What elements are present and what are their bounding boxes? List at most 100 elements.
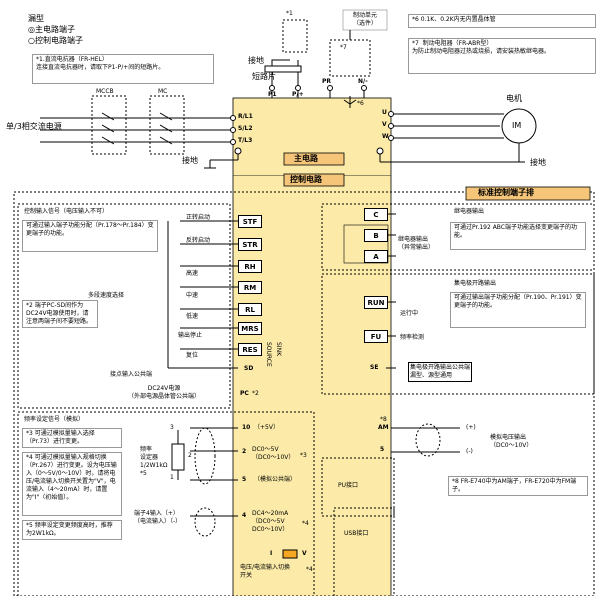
- label-reset: 复位: [186, 352, 199, 359]
- main-circuit-label: 主电路: [294, 154, 318, 163]
- pc-note: *2: [252, 390, 259, 397]
- oc-label-run: 运行中: [400, 310, 419, 317]
- pot-label: 频率 设定器 1/2W1kΩ *5: [140, 446, 168, 477]
- output-u: U: [382, 109, 387, 116]
- short-bar-label: 短路片: [252, 72, 276, 81]
- std-terminal-title: 标准控制端子排: [478, 188, 534, 197]
- oc-label-fu: 频率检测: [400, 334, 425, 341]
- label-high: 高速: [186, 270, 199, 277]
- pot-pin-1: 1: [170, 474, 174, 481]
- analog-terminal-2-text: DC0～5V （DC0～10V）: [252, 446, 295, 461]
- current-input-label: 端子4输入（+） （电流输入）（-）: [134, 510, 182, 525]
- motor-symbol: IM: [512, 121, 522, 130]
- relay-terminal-b: B: [364, 229, 388, 242]
- terminal-sd: SD: [244, 365, 254, 372]
- switch-i: I: [270, 550, 273, 557]
- relay-desc: 可通过Pr.192 ABC端子功能选择变更端子的功能。: [450, 222, 586, 250]
- input-t: T/L3: [238, 137, 253, 144]
- terminal-run: RUN: [364, 296, 388, 309]
- terminal-p-plus: P/+: [292, 91, 304, 98]
- am-plus: (+): [466, 424, 476, 431]
- terminal-se: SE: [370, 364, 379, 371]
- note-7: *7 制动电阻器（FR-ABR型） 为防止制动电阻器过热或烧损，请安装热敏继电器…: [408, 38, 596, 74]
- terminal-pc: PC: [240, 390, 249, 397]
- analog-terminal-2: 2: [242, 448, 247, 455]
- note-6: *6 0.1K、0.2K内无内置晶体管: [408, 14, 596, 28]
- pot-pin-2: 2: [188, 452, 192, 459]
- contact-common-label: 接点输入公共端: [110, 371, 153, 378]
- analog-terminal-2-star: *3: [300, 452, 307, 459]
- label-rev-start: 反转启动: [186, 237, 211, 244]
- oc-title: 集电极开路输出: [454, 280, 497, 287]
- mccb-label: MCCB: [96, 88, 114, 95]
- sink-label: SINK: [275, 342, 282, 357]
- label-fwd-start: 正转启动: [186, 214, 211, 221]
- oc-desc: 可通过输出端子功能分配（Pr.190、Pr.191）变更端子的功能。: [450, 292, 586, 328]
- note-4: *4 可通过模拟量输入规格切换（Pr.267）进行变更。设为电压输入（0～5V/…: [22, 452, 122, 516]
- switch-label: 电压/电流输入切换 开关: [240, 564, 291, 579]
- multi-speed-label: 多段速度选择: [88, 292, 125, 299]
- star-1: *1: [286, 10, 293, 17]
- relay-output-label: 继电器输出 （异常输出）: [398, 236, 435, 251]
- note-3: *3 可通过模拟量输入选择（Pr.73）进行变更。: [22, 428, 122, 448]
- legend-main-terminal: ◎主电路端子: [28, 25, 75, 34]
- star-6: *6: [357, 100, 364, 107]
- pot-pin-3: 3: [170, 424, 174, 431]
- ground-label-left: 接地: [182, 156, 198, 165]
- label-output-stop: 输出停止: [178, 332, 203, 339]
- output-v: V: [382, 121, 387, 128]
- star-7: *7: [340, 44, 347, 51]
- output-w: W: [382, 133, 389, 140]
- label-low: 低速: [186, 313, 199, 320]
- terminal-stf: STF: [238, 215, 262, 228]
- dc24-label: DC24V电源 （外部电源晶体管公共端）: [127, 385, 200, 400]
- am-label: 模拟电压输出 （DC0～10V）: [490, 434, 533, 449]
- terminal-rh: RH: [238, 260, 262, 273]
- am-minus: (-): [466, 448, 473, 455]
- switch-v: V: [302, 550, 307, 557]
- pu-port: PU接口: [338, 482, 359, 489]
- terminal-mrs: MRS: [238, 322, 262, 335]
- terminal-str: STR: [238, 238, 262, 251]
- analog-terminal-10: 10: [242, 424, 251, 431]
- terminal-fu: FU: [364, 330, 388, 343]
- brake-unit-label: 制动单元 （选件）: [352, 12, 377, 27]
- relay-title: 继电器输出: [454, 208, 485, 215]
- ground-label-right: 接地: [530, 158, 546, 167]
- terminal-n-minus: N/-: [358, 78, 368, 85]
- source-label: SOURCE: [265, 342, 272, 367]
- am-gnd: 5: [380, 446, 385, 453]
- terminal-am: AM: [378, 424, 389, 431]
- analog-terminal-4-star: *4: [302, 520, 309, 527]
- terminal-pr: PR: [322, 78, 332, 85]
- note-8: *8 FR-E740中为AM端子，FR-E720中为FM端子。: [448, 476, 588, 496]
- analog-terminal-4-text: DC4～20mA （DC0～5V DC0～10V）: [252, 510, 289, 533]
- motor-label: 电机: [506, 94, 522, 103]
- legend-title: 漏型: [28, 14, 44, 23]
- terminal-rm: RM: [238, 281, 262, 294]
- mc-label: MC: [158, 88, 168, 95]
- usb-port: USB接口: [344, 530, 369, 537]
- analog-terminal-10-text: （+5V）: [254, 424, 279, 431]
- analog-terminal-5: 5: [242, 476, 247, 483]
- control-circuit-label: 控制电路: [290, 175, 322, 184]
- input-s: S/L2: [238, 125, 253, 132]
- legend-control-terminal: ○控制电路端子: [28, 36, 83, 45]
- terminal-rl: RL: [238, 303, 262, 316]
- am-star: *8: [380, 416, 387, 423]
- power-source-label: 单/3相交流电源: [6, 122, 62, 131]
- analog-title: 频率设定信号（模拟）: [24, 416, 85, 423]
- analog-terminal-4: 4: [242, 512, 247, 519]
- switch-star: *4: [306, 566, 313, 573]
- label-mid: 中速: [186, 292, 199, 299]
- oc-label-se: 集电极开路输出公共端 漏型、源型通用: [408, 362, 473, 382]
- ctrl-input-title: 控制输入信号（电压输入不可）: [24, 208, 109, 215]
- terminal-res: RES: [238, 343, 262, 356]
- analog-terminal-5-text: （模拟公共端）: [254, 476, 297, 483]
- note-2: *2 端子PC-SD间作为DC24V电源使用时，请注意两端子间不要短路。: [22, 300, 98, 328]
- ctrl-input-desc: 可通过输入端子功能分配（Pr.178～Pr.184）变更端子的功能。: [22, 220, 158, 252]
- relay-terminal-a: A: [364, 250, 388, 263]
- note-1: *1.直流电抗器（FR-HEL） 连接直流电抗器时，请取下P1-P/+间的短路片…: [32, 54, 214, 84]
- note-5: *5 频率设定变更频度高时，推荐为2W1kΩ。: [22, 520, 122, 540]
- input-r: R/L1: [238, 113, 253, 120]
